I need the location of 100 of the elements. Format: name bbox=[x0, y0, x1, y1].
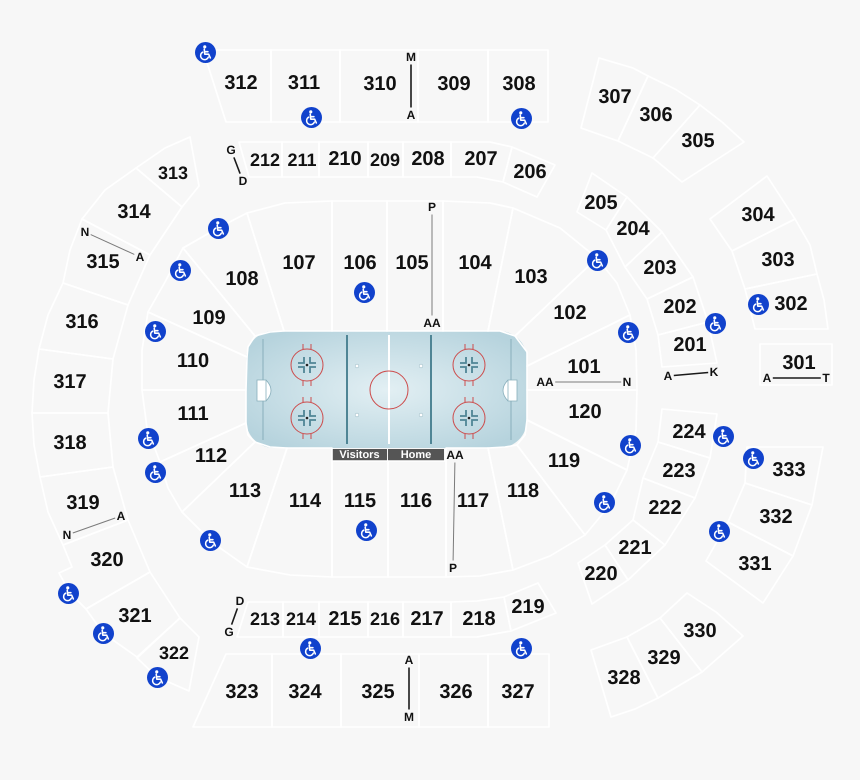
row-letter: T bbox=[822, 372, 830, 384]
seating-section bbox=[338, 48, 420, 124]
seating-section bbox=[180, 440, 289, 569]
section-number: 306 bbox=[639, 105, 673, 125]
section-number: 309 bbox=[437, 74, 471, 94]
section-number: 210 bbox=[328, 149, 362, 169]
section-number: 206 bbox=[513, 162, 547, 182]
section-number: 312 bbox=[224, 73, 258, 93]
section-number: 110 bbox=[176, 351, 210, 371]
row-range-line bbox=[90, 234, 135, 255]
seating-section bbox=[270, 652, 343, 729]
row-range-line bbox=[410, 64, 412, 108]
section-number: 118 bbox=[506, 481, 540, 501]
section-number: 331 bbox=[738, 554, 772, 574]
row-letter: K bbox=[710, 366, 718, 378]
section-number: 326 bbox=[439, 682, 473, 702]
row-letter: M bbox=[406, 51, 416, 63]
row-letter: AA bbox=[446, 449, 464, 461]
section-number: 329 bbox=[647, 648, 681, 668]
section-number: 105 bbox=[395, 253, 429, 273]
seating-section bbox=[743, 445, 825, 507]
section-number: 319 bbox=[66, 493, 100, 513]
section-number: 308 bbox=[502, 74, 536, 94]
row-range-line bbox=[674, 372, 708, 376]
section-number: 302 bbox=[774, 294, 808, 314]
seating-section bbox=[61, 217, 152, 307]
section-number: 224 bbox=[672, 422, 706, 442]
section-number: 213 bbox=[250, 610, 280, 628]
section-number: 307 bbox=[598, 87, 632, 107]
section-number: 313 bbox=[158, 164, 188, 182]
section-number: 332 bbox=[759, 507, 793, 527]
seating-section bbox=[38, 465, 130, 547]
row-letter: A bbox=[664, 370, 672, 382]
seating-section bbox=[330, 459, 390, 579]
section-number: 221 bbox=[618, 538, 652, 558]
section-number: 320 bbox=[90, 550, 124, 570]
section-number: 318 bbox=[53, 433, 87, 453]
seating-section bbox=[330, 199, 389, 333]
row-range-line bbox=[772, 377, 821, 379]
row-letter: G bbox=[226, 144, 236, 156]
section-number: 117 bbox=[456, 491, 490, 511]
section-number: 322 bbox=[158, 644, 190, 662]
seating-section bbox=[486, 48, 550, 124]
section-number: 301 bbox=[782, 353, 816, 373]
section-number: 209 bbox=[370, 151, 400, 169]
section-number: 316 bbox=[65, 312, 99, 332]
section-number: 310 bbox=[363, 74, 397, 94]
section-number: 325 bbox=[361, 682, 395, 702]
row-letter: A bbox=[406, 109, 416, 121]
section-number: 115 bbox=[344, 491, 376, 511]
section-number: 207 bbox=[464, 149, 498, 169]
section-number: 204 bbox=[616, 219, 650, 239]
section-number: 208 bbox=[411, 149, 445, 169]
section-number: 321 bbox=[118, 606, 152, 626]
section-number: 216 bbox=[370, 610, 400, 628]
seating-section bbox=[140, 310, 249, 392]
seating-section bbox=[525, 388, 639, 472]
seating-section bbox=[656, 407, 719, 460]
section-number: 205 bbox=[584, 193, 618, 213]
row-letter: M bbox=[404, 711, 414, 723]
row-range-line bbox=[233, 157, 241, 174]
seating-section bbox=[140, 388, 248, 464]
section-number: 120 bbox=[568, 402, 602, 422]
bench-label: Visitors bbox=[332, 449, 387, 461]
section-number: 101 bbox=[567, 357, 601, 377]
section-number: 202 bbox=[663, 297, 697, 317]
seating-section bbox=[726, 481, 814, 558]
seating-section bbox=[385, 199, 445, 333]
section-number: 211 bbox=[287, 151, 317, 169]
section-number: 333 bbox=[772, 460, 806, 480]
section-number: 109 bbox=[192, 308, 226, 328]
bench-label: Home bbox=[388, 449, 444, 461]
section-number: 112 bbox=[194, 446, 228, 466]
seating-section bbox=[486, 652, 551, 729]
row-letter: D bbox=[236, 595, 244, 607]
section-number: 317 bbox=[53, 372, 87, 392]
section-number: 116 bbox=[400, 491, 432, 511]
row-range-line bbox=[408, 668, 410, 710]
row-range-line bbox=[72, 518, 116, 534]
section-number: 303 bbox=[761, 250, 795, 270]
section-number: 323 bbox=[225, 682, 259, 702]
section-number: 107 bbox=[282, 253, 316, 273]
section-number: 223 bbox=[662, 461, 696, 481]
seating-section bbox=[281, 600, 321, 639]
section-number: 111 bbox=[177, 404, 209, 424]
row-letter: P bbox=[449, 562, 457, 574]
section-number: 220 bbox=[584, 564, 618, 584]
section-number: 328 bbox=[607, 668, 641, 688]
section-number: 217 bbox=[410, 609, 444, 629]
section-number: 104 bbox=[458, 253, 492, 273]
section-number: 324 bbox=[288, 682, 322, 702]
row-letter: A bbox=[116, 510, 126, 522]
section-number: 113 bbox=[228, 481, 262, 501]
row-letter: N bbox=[80, 226, 90, 238]
section-number: 327 bbox=[501, 682, 535, 702]
section-number: 114 bbox=[288, 491, 322, 511]
seating-section bbox=[641, 440, 712, 500]
seating-section bbox=[339, 652, 421, 729]
row-letter: AA bbox=[423, 317, 441, 329]
row-letter: N bbox=[62, 529, 72, 541]
